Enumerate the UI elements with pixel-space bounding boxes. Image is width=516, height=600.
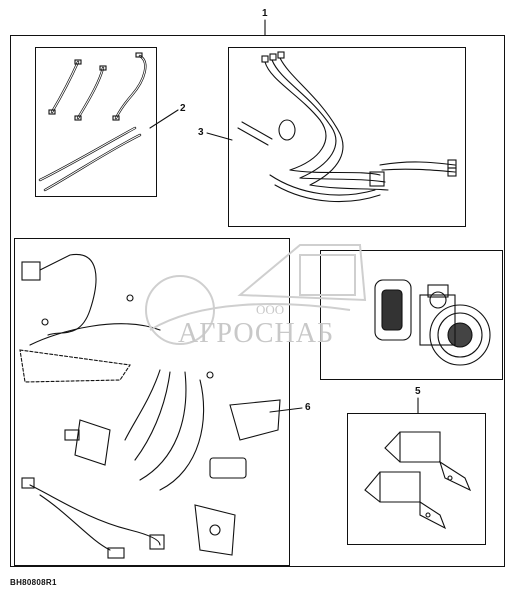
outer-frame — [10, 35, 505, 567]
callout-2: 2 — [180, 103, 186, 114]
hose-harness-set-6 — [19, 253, 281, 559]
callout-5: 5 — [415, 386, 421, 397]
leader-3 — [206, 132, 233, 141]
leader-6 — [269, 407, 303, 413]
component-kit-4 — [374, 279, 491, 366]
callout-1: 1 — [262, 8, 268, 19]
callout-6: 6 — [305, 402, 311, 413]
watermark-brand: АГРОСНАБ — [178, 318, 335, 349]
bracket-set-5 — [364, 431, 472, 530]
harness-set-3 — [237, 51, 457, 203]
leader-2 — [149, 109, 179, 129]
kit-5-frame — [347, 413, 486, 545]
callout-3: 3 — [198, 127, 204, 138]
watermark-prefix: ООО — [256, 302, 285, 317]
kit-2-frame — [35, 47, 157, 197]
kit-6-frame — [14, 238, 290, 566]
watermark-logo-icon — [145, 244, 367, 345]
kit-4-frame — [320, 250, 503, 380]
kit-3-frame — [228, 47, 466, 227]
drawing-code: BH80808R1 — [10, 578, 57, 587]
hose-set-2 — [38, 52, 147, 192]
